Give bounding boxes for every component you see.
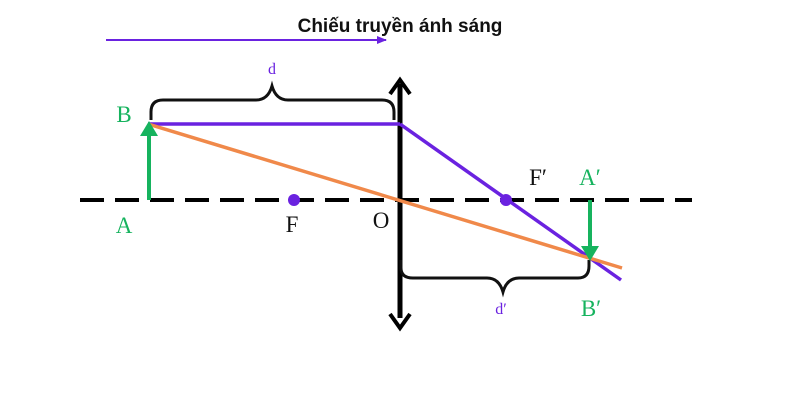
label-F-prime: F′ — [529, 165, 547, 190]
label-A: A — [116, 213, 133, 238]
label-F: F — [286, 212, 299, 237]
object-distance-brace — [149, 80, 396, 120]
image-arrow-A-prime-B-prime — [581, 200, 599, 261]
object-arrow-AB — [140, 121, 158, 200]
image-distance-brace — [399, 260, 591, 298]
focal-point-F — [288, 194, 300, 206]
label-d: d — [268, 61, 276, 78]
focal-point-F-prime — [500, 194, 512, 206]
ray-through-optical-center — [147, 122, 623, 270]
label-A-prime: A′ — [579, 165, 601, 190]
label-O: O — [373, 208, 390, 233]
label-d-prime: d′ — [495, 301, 507, 318]
diagram-title: Chiếu truyền ánh sáng — [298, 16, 503, 37]
label-B-prime: B′ — [581, 296, 601, 321]
label-B: B — [116, 102, 131, 127]
